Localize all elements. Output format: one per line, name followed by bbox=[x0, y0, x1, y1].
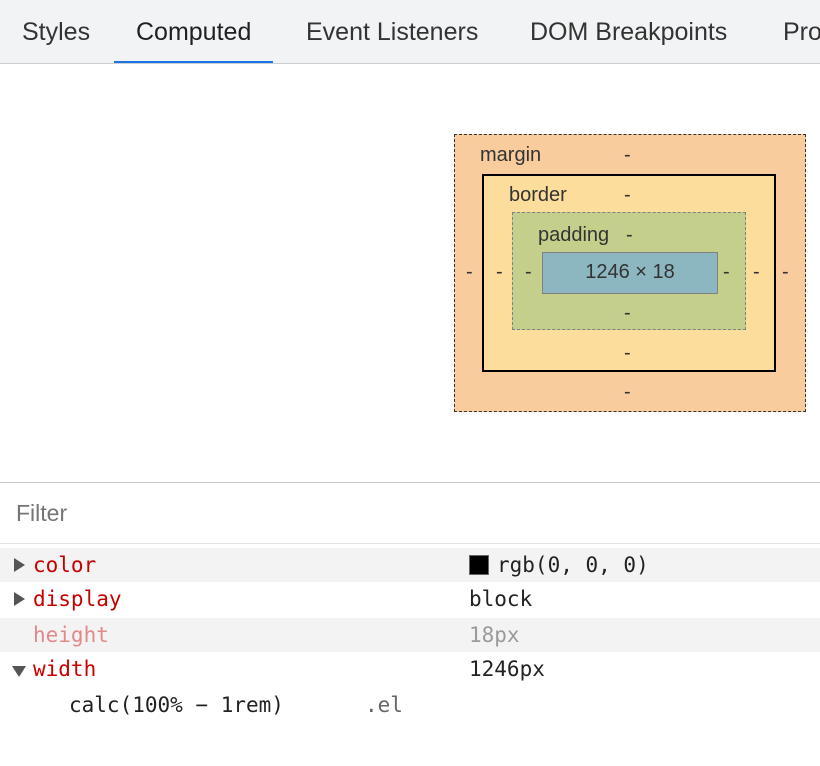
property-value-text: rgb(0, 0, 0) bbox=[497, 553, 649, 577]
padding-top-value[interactable]: - bbox=[626, 224, 633, 246]
padding-left-value[interactable]: - bbox=[525, 261, 532, 283]
property-name: color bbox=[33, 553, 97, 577]
tab-properties[interactable]: Properties bbox=[783, 18, 820, 46]
tab-styles[interactable]: Styles bbox=[22, 18, 91, 46]
color-swatch[interactable] bbox=[469, 555, 489, 575]
margin-left-value[interactable]: - bbox=[466, 261, 473, 283]
filter-bar bbox=[0, 482, 820, 544]
border-bottom-value[interactable]: - bbox=[624, 342, 631, 364]
border-label: border bbox=[509, 184, 567, 206]
margin-label: margin bbox=[480, 144, 542, 166]
trace-value: calc(100% − 1rem) bbox=[69, 693, 284, 717]
border-top-value[interactable]: - bbox=[624, 184, 631, 206]
padding-bottom-value[interactable]: - bbox=[624, 302, 631, 324]
triangle-right-icon[interactable] bbox=[12, 548, 28, 582]
margin-right-value[interactable]: - bbox=[782, 261, 789, 283]
tab-event-listeners[interactable]: Event Listeners bbox=[306, 18, 479, 46]
property-value: rgb(0, 0, 0) bbox=[469, 548, 649, 582]
property-name: height bbox=[33, 623, 109, 647]
property-value: block bbox=[469, 587, 533, 611]
triangle-right-icon[interactable] bbox=[12, 582, 28, 616]
property-name: width bbox=[33, 657, 97, 681]
tab-dom-breakpoints[interactable]: DOM Breakpoints bbox=[530, 18, 728, 46]
tab-computed[interactable]: Computed bbox=[114, 0, 274, 63]
property-trace-row: calc(100% − 1rem) .el bbox=[0, 688, 820, 722]
property-row-color[interactable]: color rgb(0, 0, 0) bbox=[0, 548, 820, 582]
triangle-down-icon[interactable] bbox=[12, 652, 28, 686]
property-row-height[interactable]: height 18px bbox=[0, 618, 820, 652]
margin-bottom-value[interactable]: - bbox=[624, 381, 631, 403]
panel-tab-strip: Styles Computed Event Listeners DOM Brea… bbox=[0, 0, 820, 64]
trace-source-selector[interactable]: .el bbox=[365, 693, 403, 717]
property-row-display[interactable]: display block bbox=[0, 582, 820, 616]
padding-label: padding bbox=[538, 224, 610, 246]
property-name: display bbox=[33, 587, 122, 611]
property-row-width[interactable]: width 1246px bbox=[0, 652, 820, 686]
box-model-pane: 1246 × 18 margin - - - - border - - - - … bbox=[0, 64, 820, 482]
margin-top-value[interactable]: - bbox=[624, 144, 631, 166]
property-value: 1246px bbox=[469, 657, 545, 681]
filter-input[interactable] bbox=[0, 483, 820, 543]
border-right-value[interactable]: - bbox=[753, 261, 760, 283]
property-value: 18px bbox=[469, 623, 520, 647]
padding-right-value[interactable]: - bbox=[723, 261, 730, 283]
content-box[interactable]: 1246 × 18 bbox=[542, 252, 718, 294]
border-left-value[interactable]: - bbox=[496, 261, 503, 283]
